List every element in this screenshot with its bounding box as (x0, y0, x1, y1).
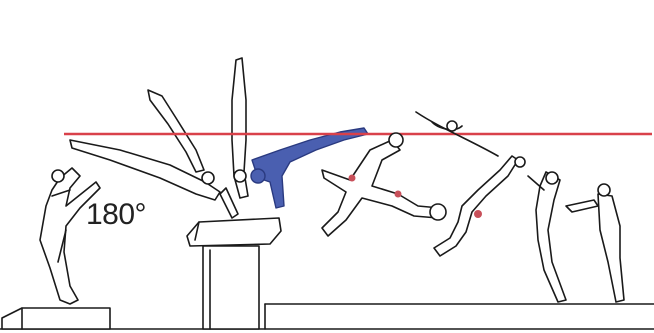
gymnast-salto-2 (434, 156, 525, 256)
gymnast-preflight (70, 90, 220, 200)
gymnast-salto-1 (322, 133, 446, 236)
vaulting-table (187, 218, 281, 329)
springboard (2, 308, 110, 329)
gymnast-final-stand (566, 184, 624, 302)
rotation-angle-label: 180° (86, 198, 146, 232)
gymnast-handstand (220, 58, 248, 218)
gymnast-landing (528, 172, 566, 302)
gymnast-run-up (40, 168, 100, 304)
